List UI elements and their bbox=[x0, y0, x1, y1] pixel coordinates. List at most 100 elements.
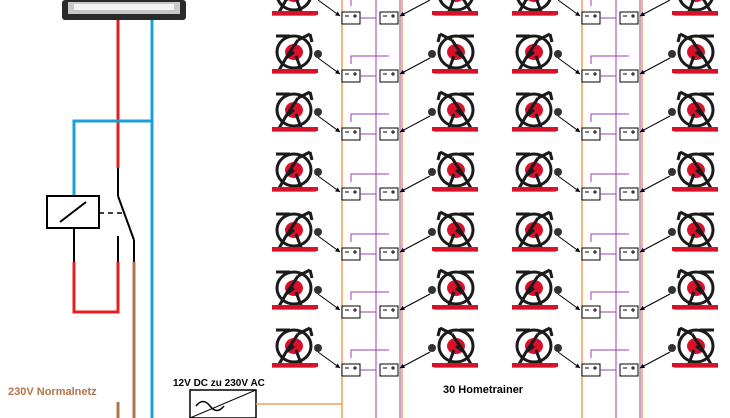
charge-arrow bbox=[399, 57, 431, 75]
exercise-bike-icon bbox=[272, 150, 322, 192]
battery-icon bbox=[581, 247, 601, 261]
exercise-bike-icon bbox=[668, 32, 718, 74]
exercise-bike-icon bbox=[272, 268, 322, 310]
charge-arrow bbox=[317, 293, 341, 311]
charge-arrow bbox=[639, 115, 671, 133]
battery-icon bbox=[341, 69, 361, 83]
battery-link bbox=[590, 233, 629, 242]
charge-arrow bbox=[317, 57, 341, 75]
normal-grid-label: 230V Normalnetz bbox=[8, 386, 97, 398]
bike-array bbox=[256, 0, 718, 418]
battery-icon bbox=[379, 247, 399, 261]
inverter-box bbox=[189, 389, 257, 418]
battery-icon bbox=[379, 187, 399, 201]
battery-icon bbox=[581, 187, 601, 201]
charge-arrow bbox=[317, 175, 341, 193]
battery-link bbox=[590, 173, 629, 182]
exercise-bike-icon bbox=[668, 268, 718, 310]
charge-arrow bbox=[557, 0, 581, 17]
charge-arrow bbox=[639, 0, 671, 17]
exercise-bike-icon bbox=[428, 210, 478, 252]
exercise-bike-icon bbox=[512, 210, 562, 252]
exercise-bike-icon bbox=[512, 150, 562, 192]
battery-icon bbox=[619, 247, 639, 261]
battery-icon bbox=[341, 187, 361, 201]
battery-icon bbox=[619, 305, 639, 319]
charge-arrow bbox=[399, 235, 431, 253]
battery-link bbox=[350, 113, 389, 122]
battery-icon bbox=[341, 247, 361, 261]
battery-link bbox=[590, 0, 592, 6]
neutral-wire bbox=[72, 20, 154, 418]
exercise-bike-icon bbox=[428, 90, 478, 132]
exercise-bike-icon bbox=[668, 90, 718, 132]
battery-icon bbox=[619, 11, 639, 25]
battery-link bbox=[590, 349, 629, 358]
exercise-bike-icon bbox=[668, 150, 718, 192]
charge-arrow bbox=[557, 175, 581, 193]
charge-arrow bbox=[399, 293, 431, 311]
exercise-bike-icon bbox=[512, 90, 562, 132]
charge-arrow bbox=[317, 0, 341, 17]
battery-link bbox=[350, 173, 389, 182]
charge-arrow bbox=[557, 115, 581, 133]
battery-icon bbox=[619, 187, 639, 201]
trainer-count-label: 30 Hometrainer bbox=[443, 384, 524, 396]
battery-icon bbox=[379, 305, 399, 319]
battery-link bbox=[350, 349, 389, 358]
exercise-bike-icon bbox=[668, 326, 718, 368]
exercise-bike-icon bbox=[428, 32, 478, 74]
battery-link bbox=[350, 291, 389, 300]
battery-icon bbox=[379, 69, 399, 83]
battery-icon bbox=[379, 127, 399, 141]
exercise-bike-icon bbox=[272, 326, 322, 368]
exercise-bike-icon bbox=[428, 268, 478, 310]
exercise-bike-icon bbox=[668, 210, 718, 252]
exercise-bike-icon bbox=[272, 0, 318, 16]
exercise-bike-icon bbox=[272, 210, 322, 252]
battery-icon bbox=[341, 363, 361, 377]
charge-arrow bbox=[317, 115, 341, 133]
grid-wire bbox=[116, 262, 136, 418]
exercise-bike-icon bbox=[272, 32, 322, 74]
exercise-bike-icon bbox=[512, 326, 562, 368]
charge-arrow bbox=[639, 175, 671, 193]
battery-link bbox=[590, 55, 629, 64]
charge-arrow bbox=[639, 293, 671, 311]
battery-link bbox=[590, 291, 629, 300]
exercise-bike-icon bbox=[672, 0, 718, 16]
charge-arrow bbox=[557, 57, 581, 75]
relay-coil-icon bbox=[46, 168, 135, 262]
charge-arrow bbox=[639, 351, 671, 369]
exercise-bike-icon bbox=[272, 90, 322, 132]
charge-arrow bbox=[399, 351, 431, 369]
charge-arrow bbox=[399, 115, 431, 133]
relay-return-wire bbox=[72, 262, 120, 314]
battery-icon bbox=[619, 363, 639, 377]
battery-link bbox=[350, 233, 389, 242]
charge-arrow bbox=[317, 351, 341, 369]
charge-arrow bbox=[639, 235, 671, 253]
charge-arrow bbox=[399, 0, 431, 17]
charge-arrow bbox=[557, 235, 581, 253]
battery-link bbox=[350, 55, 389, 64]
ceiling-lamp-icon bbox=[62, 0, 186, 20]
exercise-bike-icon bbox=[428, 326, 478, 368]
exercise-bike-icon bbox=[432, 0, 478, 16]
battery-icon bbox=[581, 69, 601, 83]
battery-icon bbox=[581, 11, 601, 25]
inverter-label: 12V DC zu 230V AC bbox=[173, 378, 265, 389]
battery-icon bbox=[619, 69, 639, 83]
battery-icon bbox=[581, 363, 601, 377]
exercise-bike-icon bbox=[512, 32, 562, 74]
charge-arrow bbox=[317, 235, 341, 253]
battery-icon bbox=[379, 11, 399, 25]
battery-icon bbox=[341, 127, 361, 141]
battery-icon bbox=[619, 127, 639, 141]
battery-icon bbox=[581, 127, 601, 141]
charge-arrow bbox=[557, 293, 581, 311]
battery-icon bbox=[341, 305, 361, 319]
sine-wave-icon bbox=[195, 400, 225, 412]
exercise-bike-icon bbox=[512, 268, 562, 310]
